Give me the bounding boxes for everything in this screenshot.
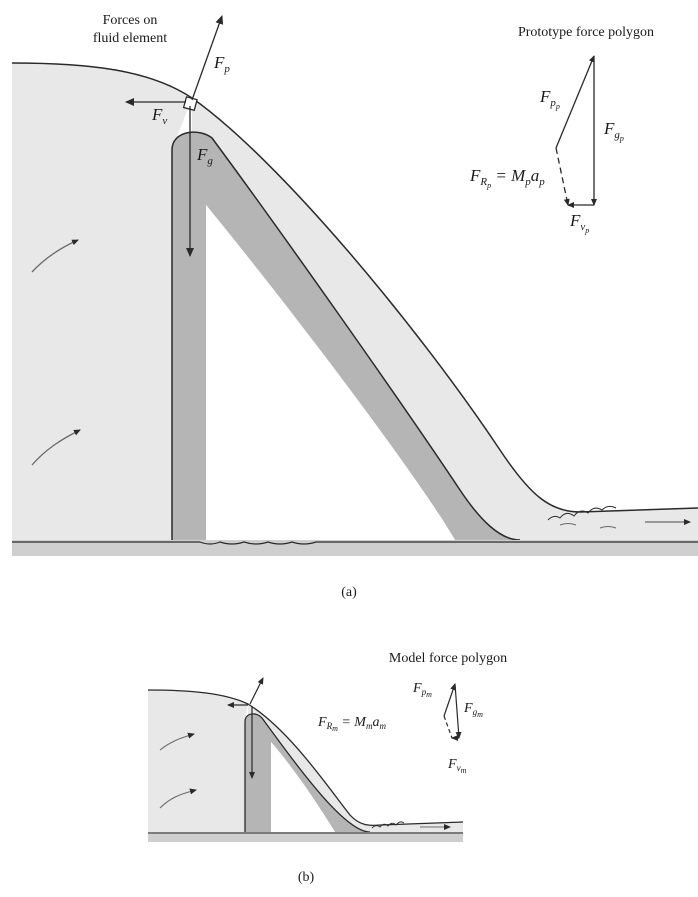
spillway-surface-line [171,131,521,541]
model-free-surface [147,689,464,827]
bed-line [12,541,698,545]
prototype-polygon-title: Prototype force polygon [518,25,654,40]
channel-bed [12,540,698,556]
model-flow-arrow-upper [159,732,195,751]
proto-viscous-label: Fvp [569,211,589,235]
free-surface-line [11,62,698,513]
flow-arrow-lower [31,429,81,466]
proto-gravity-label: Fgp [603,119,624,143]
element-label-1: Forces on [103,13,158,28]
hydraulic-jump [547,505,617,521]
spillway-flow-sheet [192,98,698,540]
proto-pressure-vector [555,55,595,149]
reservoir-water [12,63,192,540]
model-dam [245,713,370,832]
model-viscous-label: Fvm [447,757,467,775]
model-pressure-vector [443,683,456,717]
element-label-2: fluid element [93,31,167,46]
pressure-force-arrow [191,15,224,101]
caption-b: (b) [298,870,315,885]
panel-a: Forces on fluid element Fp Fv Fg Prototy… [11,13,698,600]
caption-a: (a) [341,585,357,600]
model-gravity-label: Fgm [463,701,483,719]
model-resultant-label: FRm = Mmam [317,715,386,733]
proto-pressure-label: Fpp [539,87,560,111]
model-channel-bed [148,832,463,842]
tail-flow-dash [559,523,617,529]
model-flow-arrow-lower [159,788,197,809]
panel-b: Model force polygon Fpm Fgm Fvm FRm = Mm… [147,651,507,885]
flow-arrow-upper [31,239,79,273]
gravity-force-label: Fg [196,145,213,167]
pressure-force-label: Fp [213,53,230,75]
model-gravity-vector [454,683,462,739]
model-polygon-title: Model force polygon [389,651,507,666]
model-pressure-arrow [249,677,264,705]
model-resultant-vector [443,715,453,739]
model-pressure-label: Fpm [412,681,432,699]
model-surface-line [244,713,371,833]
spillway-void [206,205,455,540]
proto-resultant-label: FRp = Mpap [469,166,545,190]
viscous-force-label: Fv [151,105,167,127]
spillway-dam [172,132,520,540]
proto-resultant-vector [555,147,570,206]
model-void [271,742,335,832]
model-hydraulic-jump [371,821,405,829]
model-reservoir-water [148,690,248,832]
